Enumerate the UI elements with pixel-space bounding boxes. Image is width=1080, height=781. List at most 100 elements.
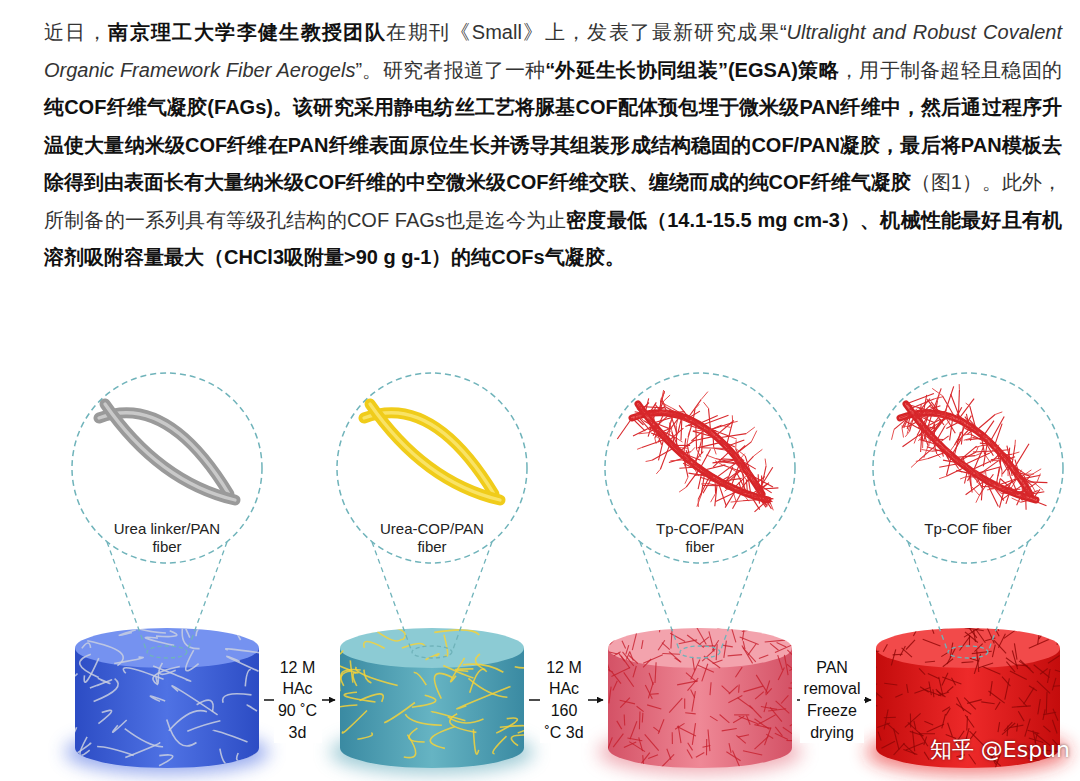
fiber-strand xyxy=(182,625,199,649)
mesh-strand xyxy=(924,752,929,760)
focus-ellipse xyxy=(147,646,187,658)
nano-fiber xyxy=(637,448,642,450)
nano-fiber xyxy=(678,439,683,442)
mesh-strand xyxy=(614,652,621,656)
mesh-strand xyxy=(722,686,730,694)
fiber-strand xyxy=(476,654,486,670)
mesh-strand xyxy=(956,704,971,715)
mesh-strand xyxy=(743,648,756,662)
fiber-strand xyxy=(153,667,180,685)
mesh-strand xyxy=(759,655,768,659)
stage-illustration xyxy=(300,373,545,780)
mesh-strand xyxy=(593,630,610,638)
fiber-strand xyxy=(414,672,427,685)
mesh-strand xyxy=(743,751,762,755)
nano-fiber xyxy=(716,491,740,502)
mesh-strand xyxy=(662,754,674,767)
nano-fiber xyxy=(753,483,769,496)
fiber xyxy=(906,404,1036,500)
nano-fiber xyxy=(718,461,742,464)
fiber-strand xyxy=(405,714,442,725)
watermark: 知乎 @Espun xyxy=(930,735,1070,765)
nano-fiber xyxy=(1012,498,1021,502)
fiber-strand xyxy=(97,747,134,756)
mesh-strand xyxy=(969,635,970,646)
mesh-strand xyxy=(1018,711,1024,721)
nano-fiber xyxy=(700,449,711,469)
fiber-strand xyxy=(300,627,344,657)
nano-fiber xyxy=(997,481,1002,488)
nano-fiber xyxy=(1010,477,1018,495)
mesh-strand xyxy=(913,731,915,752)
mesh-strand xyxy=(987,626,995,643)
mesh-strand xyxy=(722,645,733,647)
mesh-strand xyxy=(1005,678,1010,699)
mesh-strand xyxy=(672,732,673,744)
nano-fiber xyxy=(979,482,988,496)
mesh-strand xyxy=(722,729,737,731)
nano-fiber xyxy=(958,399,974,420)
nano-fiber xyxy=(925,436,942,448)
fiber-strand xyxy=(90,680,112,688)
mesh-strand xyxy=(1039,630,1045,639)
nano-fiber xyxy=(660,443,670,469)
mesh-strand xyxy=(610,634,621,645)
mesh-strand xyxy=(738,685,740,693)
fiber-strand xyxy=(341,669,361,685)
nano-fiber xyxy=(685,477,688,484)
mesh-strand xyxy=(728,696,742,703)
mesh-strand xyxy=(924,737,927,745)
mesh-strand xyxy=(894,743,905,755)
nano-fiber xyxy=(939,463,961,467)
mesh-strand xyxy=(742,622,745,641)
fiber-strand xyxy=(48,632,90,640)
mesh-strand xyxy=(750,705,762,718)
nano-fiber xyxy=(938,436,948,444)
nano-fiber xyxy=(659,411,665,413)
mesh-strand xyxy=(1038,625,1047,633)
nano-fiber xyxy=(743,473,745,493)
fiber xyxy=(632,413,762,494)
nano-fiber xyxy=(645,398,649,413)
nano-fiber xyxy=(1014,444,1030,470)
mesh-strand xyxy=(1052,720,1057,734)
fiber-strand xyxy=(98,710,111,723)
nano-fiber xyxy=(963,464,968,466)
fiber-strand xyxy=(172,686,218,715)
mesh-strand xyxy=(643,655,663,664)
nano-fiber xyxy=(939,476,946,478)
mesh-strand xyxy=(787,629,791,637)
fiber-strand xyxy=(512,625,545,651)
fiber-strand xyxy=(493,736,507,754)
nano-fiber xyxy=(966,476,980,477)
stage-label: Urea-COP/PAN fiber xyxy=(374,520,490,556)
nano-fiber xyxy=(676,447,688,448)
mesh-strand xyxy=(658,640,665,650)
nano-fiber xyxy=(963,457,966,467)
nano-fiber xyxy=(704,402,709,408)
nano-fiber xyxy=(966,480,986,495)
mesh-strand xyxy=(887,723,899,734)
mesh-strand xyxy=(622,641,626,649)
fiber-strand xyxy=(344,692,375,702)
mesh-strand xyxy=(877,723,890,728)
mesh-strand xyxy=(685,713,696,714)
fiber-strand xyxy=(98,678,110,683)
mesh-strand xyxy=(924,721,933,725)
fiber-strand xyxy=(113,720,127,732)
mesh-strand xyxy=(1047,634,1065,637)
stage-label: Tp-COF/PAN fiber xyxy=(642,520,758,556)
stage-illustration xyxy=(593,373,808,776)
mesh-strand xyxy=(906,640,915,650)
process-stage: Urea linker/PAN fiber xyxy=(72,372,262,772)
mesh-strand xyxy=(992,645,995,658)
fiber-drawing xyxy=(99,404,235,500)
mesh-strand xyxy=(696,752,704,757)
nano-fiber xyxy=(922,440,923,448)
fiber-strand xyxy=(145,637,174,645)
mesh-strand xyxy=(1059,616,1065,630)
nano-fiber xyxy=(1008,471,1009,476)
mesh-strand xyxy=(960,636,971,650)
mesh-strand xyxy=(943,659,953,667)
nano-fiber xyxy=(743,499,765,501)
